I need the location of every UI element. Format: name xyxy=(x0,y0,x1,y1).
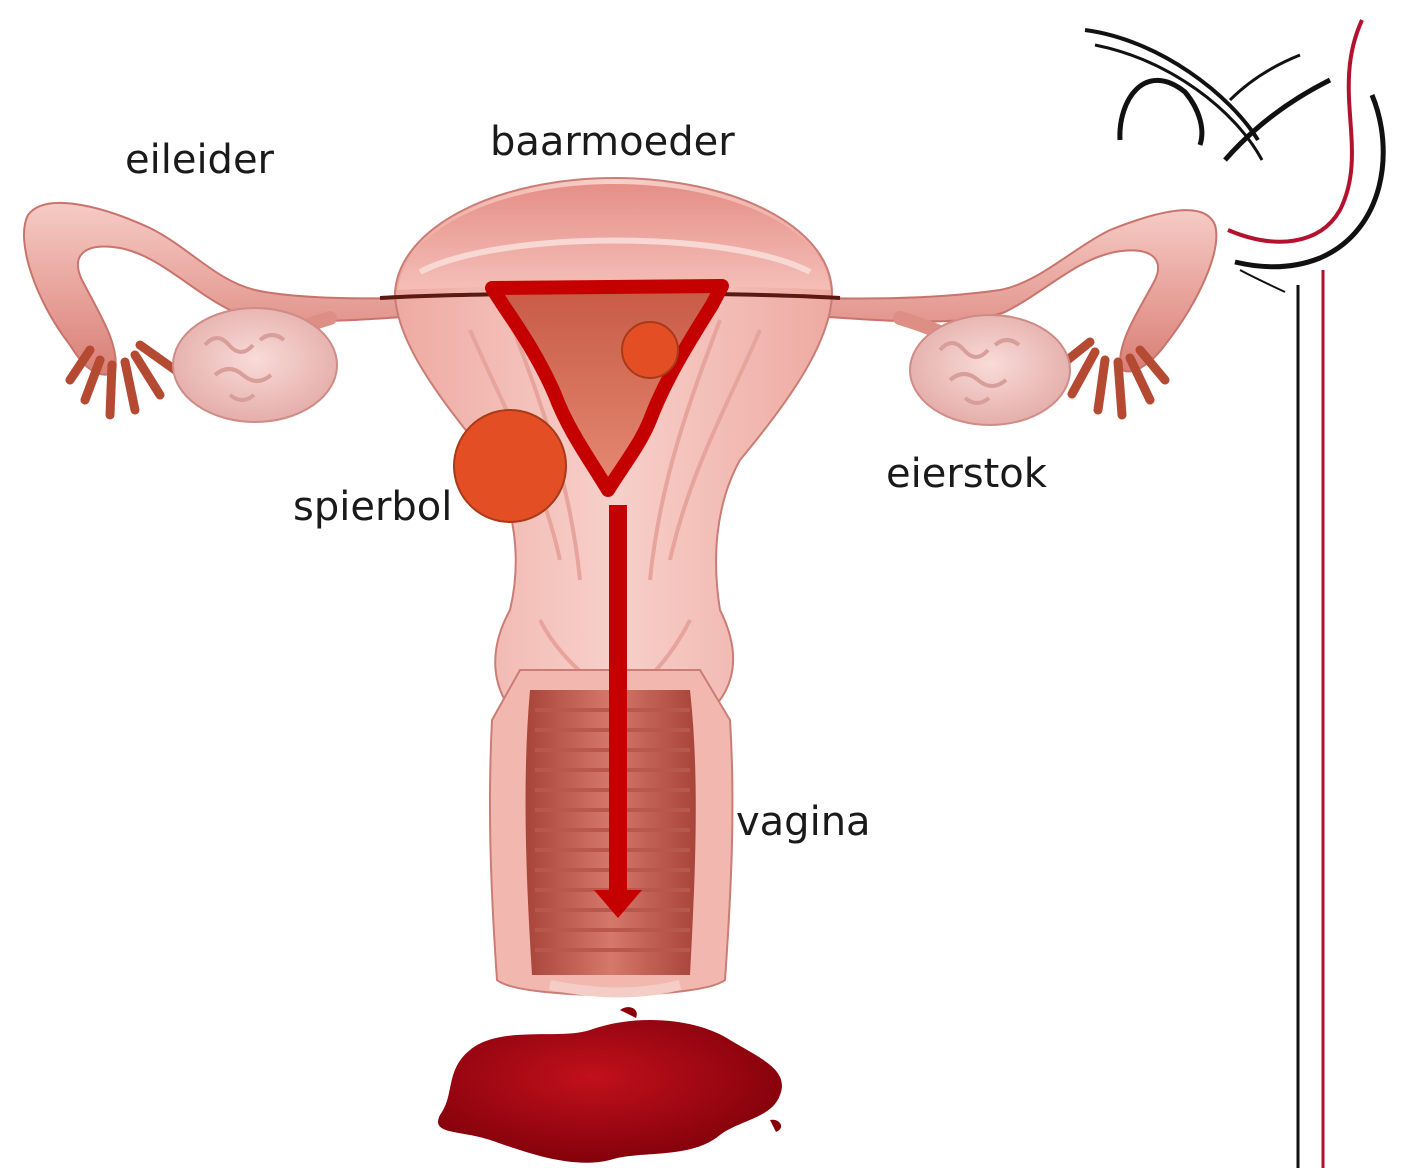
blood-pool xyxy=(438,1007,782,1163)
fibroid-large xyxy=(454,410,566,522)
label-fallopian-tube: eileider xyxy=(125,140,274,180)
label-ovary: eierstok xyxy=(886,454,1047,494)
left-ovary xyxy=(173,308,337,422)
label-uterus: baarmoeder xyxy=(490,122,735,162)
right-ovary xyxy=(910,315,1070,425)
label-vagina: vagina xyxy=(736,802,871,842)
label-fibroid: spierbol xyxy=(293,487,452,527)
uterus-swirl-logo xyxy=(1085,20,1383,1168)
fibroid-small xyxy=(622,322,678,378)
